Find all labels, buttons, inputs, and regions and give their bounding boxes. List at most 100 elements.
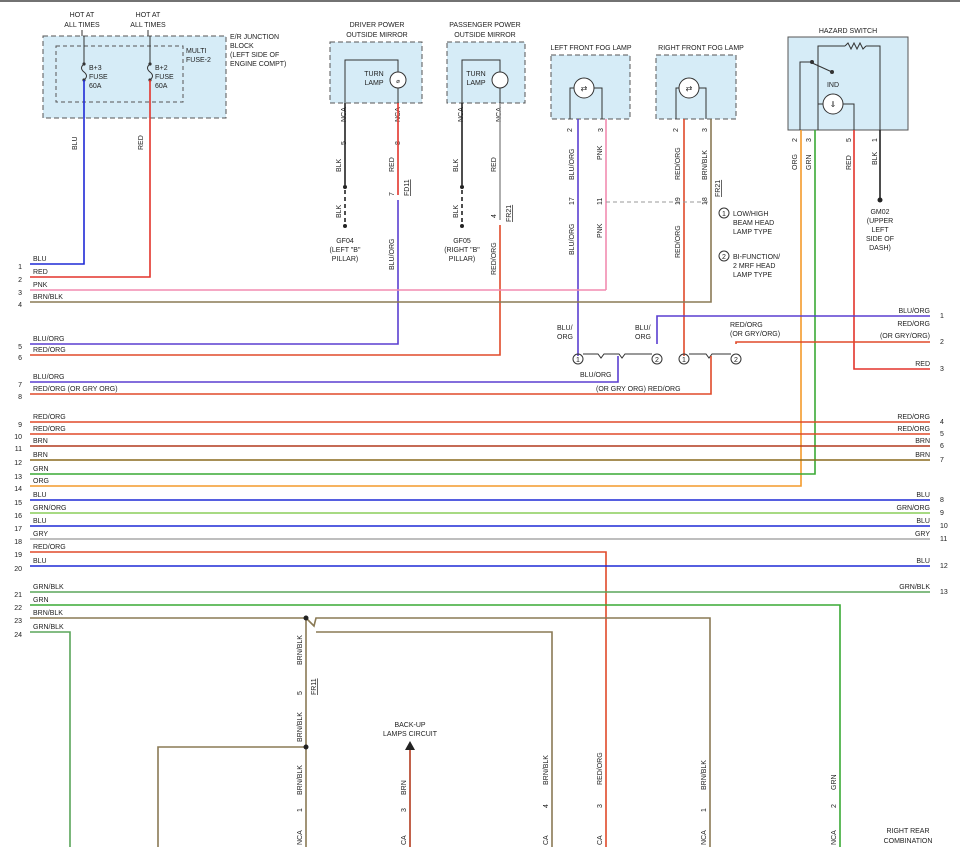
right-pin-label: BLU	[916, 492, 930, 499]
driver-mirror-label-1: DRIVER POWER	[350, 22, 405, 29]
note1-circle: 1	[722, 211, 726, 218]
wire-bluorg-r1	[656, 315, 930, 344]
pin-4-a: 4	[491, 214, 498, 218]
backup-label-2: LAMPS CIRCUIT	[383, 731, 438, 738]
wire-label-redorg-pass: RED/ORG	[491, 242, 498, 275]
gf04-label-3: PILLAR)	[332, 256, 358, 263]
wire-brnblk-23	[30, 617, 307, 847]
gm02-label: GM02	[870, 209, 889, 216]
gm02-label-2: (UPPER	[867, 218, 893, 225]
left-pin-number: 8	[18, 394, 22, 401]
wire-red-2	[30, 80, 151, 278]
hz-pin-1: 1	[872, 138, 879, 142]
lbl-brn-low: BRN	[401, 780, 408, 795]
right-pin-label: BLU	[916, 558, 930, 565]
lbl-pin1-low: 1	[297, 808, 304, 812]
left-pin-number: 10	[14, 434, 22, 441]
right-pin-label: (OR GRY/ORG)	[880, 333, 930, 340]
right-pin-number: 2	[940, 339, 944, 346]
label-redorg-split: RED/ORG	[730, 322, 763, 329]
left-pin-number: 15	[14, 500, 22, 507]
multifuse-label-1: MULTI	[186, 48, 207, 55]
left-pin-number: 16	[14, 513, 22, 520]
junction-label-1: E/R JUNCTION	[230, 34, 279, 41]
hz-pin-5: 5	[846, 138, 853, 142]
hazard-ind-label: IND	[827, 82, 839, 89]
wire-label-red-top: RED	[138, 135, 145, 150]
fuse-b3-label: B+3	[89, 65, 102, 72]
fuse-b2-fuse: FUSE	[155, 74, 174, 81]
right-pin-label: BRN	[915, 438, 930, 445]
fuse-b2-label: B+2	[155, 65, 168, 72]
left-pin-number: 9	[18, 422, 22, 429]
left-pin-label: RED/ORG	[33, 544, 66, 551]
left-pin-label: BLU	[33, 518, 47, 525]
left-pin-label: GRN	[33, 466, 49, 473]
lbl-nca-low1: NCA	[297, 830, 304, 845]
left-pin-label: BRN	[33, 438, 48, 445]
right-pin-label: GRY	[915, 531, 930, 538]
wire-redorg-19	[30, 551, 607, 847]
label-bluorg-join: BLU/ORG	[580, 372, 612, 379]
left-pin-number: 1	[18, 264, 22, 271]
turn-lamp-left-1: TURN	[364, 71, 383, 78]
left-pin-label: ORG	[33, 478, 49, 485]
gm02-label-5: DASH)	[869, 245, 891, 252]
connector-fr21-b: FR21	[715, 180, 722, 197]
left-pin-label: GRN	[33, 597, 49, 604]
right-pin-label: BLU	[916, 518, 930, 525]
hot-at-all-times-2b: ALL TIMES	[130, 22, 166, 29]
driver-mirror-label-2: OUTSIDE MIRROR	[346, 32, 407, 39]
fuse-b3-fuse: FUSE	[89, 74, 108, 81]
note1-line3: LAMP TYPE	[733, 229, 772, 236]
pin-7-a: 7	[389, 192, 396, 196]
rf-pin-18: 18	[702, 197, 709, 205]
left-pin-number: 13	[14, 474, 22, 481]
wire-label-hz-org: ORG	[792, 154, 799, 170]
wire-redorg-r2	[735, 341, 930, 344]
fuse-b3-amps: 60A	[89, 83, 102, 90]
left-pin-label: PNK	[33, 282, 48, 289]
multifuse-label-2: FUSE-2	[186, 57, 211, 64]
splice-c2: 2	[655, 357, 659, 364]
left-pin-label: BRN/BLK	[33, 294, 63, 301]
backup-label-1: BACK-UP	[394, 722, 425, 729]
left-pin-label: BLU	[33, 256, 47, 263]
left-pin-number: 19	[14, 552, 22, 559]
wire-brnblk-23b	[316, 631, 553, 847]
left-pin-label: BLU/ORG	[33, 374, 65, 381]
right-pin-number: 13	[940, 589, 948, 596]
wire-brnblk-branch	[157, 746, 306, 847]
turn-lamp-right-1: TURN	[466, 71, 485, 78]
junction-label-2: BLOCK	[230, 43, 254, 50]
gm02-label-4: SIDE OF	[866, 236, 894, 243]
left-pin-label: BLU	[33, 558, 47, 565]
junction-label-3: (LEFT SIDE OF	[230, 52, 279, 59]
label-orgryorg-split: (OR GRY/ORG)	[730, 331, 780, 338]
right-pin-label: RED/ORG	[897, 426, 930, 433]
lf-pin-17: 17	[569, 197, 576, 205]
wire-label-rf-brnblk: BRN/BLK	[702, 150, 709, 180]
right-pin-number: 3	[940, 366, 944, 373]
right-pin-label: GRN/ORG	[897, 505, 930, 512]
connector-fr21-a: FR21	[506, 205, 513, 222]
lbl-pin1-low2: 1	[701, 808, 708, 812]
left-pin-number: 18	[14, 539, 22, 546]
left-pin-label: GRN/ORG	[33, 505, 66, 512]
wire-brnblk-23c	[305, 617, 711, 847]
wire-label-lf-bluorg: BLU/ORG	[569, 148, 576, 180]
lbl-nca-low2: NCA	[701, 830, 708, 845]
left-pin-label: BRN	[33, 452, 48, 459]
rf-pin-2: 2	[673, 128, 680, 132]
wire-label-rf-redorg-2: RED/ORG	[675, 225, 682, 258]
gf05-label-2: (RIGHT "B"	[444, 247, 480, 254]
rf-pin-3: 3	[702, 128, 709, 132]
right-rear-comb-2: COMBINATION	[884, 838, 933, 845]
hot-at-all-times-1: HOT AT	[70, 12, 95, 19]
lf-pin-11: 11	[597, 198, 604, 205]
left-pin-label: RED/ORG	[33, 347, 66, 354]
left-pin-number: 3	[18, 290, 22, 297]
right-pin-number: 4	[940, 419, 944, 426]
